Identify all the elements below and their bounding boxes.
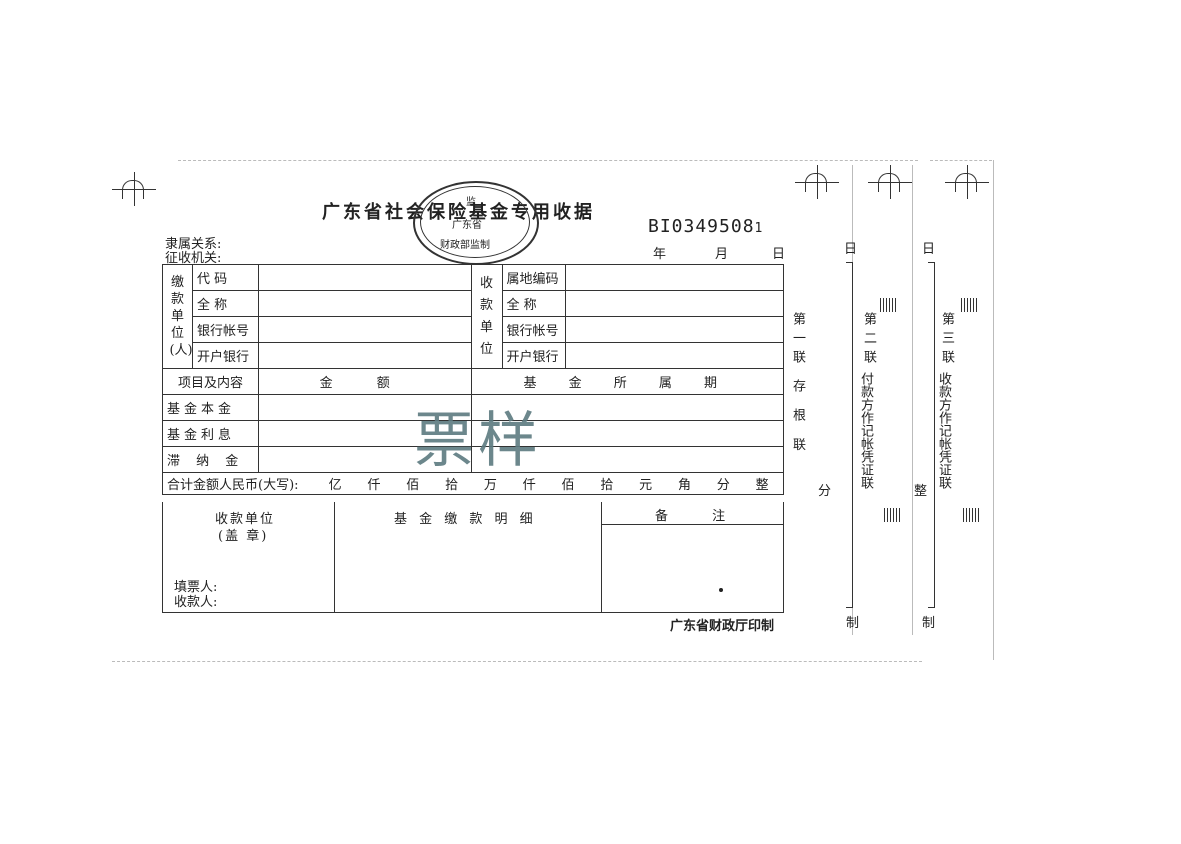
total-unit: 整 [755, 478, 769, 493]
copy3-bracket [928, 262, 935, 608]
copy2-bracket [846, 262, 853, 608]
copy1-label: 第一联 存 根 联 [790, 312, 805, 457]
payer-account-value[interactable] [257, 316, 472, 343]
bottom-divider-1 [334, 502, 335, 613]
total-units: 亿仟佰拾万仟佰拾元角分整 [329, 474, 769, 493]
amount-header-label: 金 额 [257, 368, 472, 395]
total-unit: 佰 [406, 478, 420, 493]
copy3-number: 第三联 [939, 312, 954, 369]
item-late-fee-label: 滞 纳 金 [162, 446, 259, 473]
copy3-right-edge [993, 160, 994, 660]
specimen-watermark: 票样 [414, 406, 542, 476]
total-label: 合计金额人民币(大写): [167, 478, 299, 493]
payee-side-label: 收款单位 [470, 264, 503, 369]
total-unit: 分 [716, 478, 730, 493]
payer-bank-value[interactable] [257, 342, 472, 369]
payee-name-label: 全 称 [501, 290, 567, 317]
bottom-section [162, 502, 784, 613]
copy2-desc: 付款方作记帐凭证联 [858, 372, 873, 489]
receipt-form: 缴款单位(人) 代 码 收款单位 属地编码 全 称 全 称 银行帐号 银行帐号 … [162, 264, 785, 495]
punch-mark-icon [795, 165, 839, 199]
bottom-divider-2 [601, 502, 602, 613]
payee-name-value[interactable] [565, 290, 784, 317]
serial-main: BI0349508 [648, 216, 755, 237]
total-unit: 万 [483, 478, 497, 493]
serial-suffix: 1 [754, 221, 764, 236]
sheet-top-edge-3 [930, 160, 992, 161]
sheet-top-edge [178, 160, 918, 161]
month-label: 月 [715, 247, 729, 262]
payee-side-text: 收款单位 [480, 275, 494, 357]
sheet-bottom-edge [112, 661, 922, 662]
carbon-tick [961, 298, 979, 312]
item-interest-label: 基金利息 [162, 420, 259, 447]
affiliation-label: 隶属关系: [165, 237, 222, 252]
payee-account-label: 银行帐号 [501, 316, 567, 343]
payer-bank-label: 开户银行 [191, 342, 259, 369]
remark-label: 备 注 [655, 509, 746, 524]
receiver-unit-label: 收款单位 [215, 512, 276, 527]
payer-name-label: 全 称 [191, 290, 259, 317]
carbon-tick [884, 508, 902, 522]
copy3-edge [912, 165, 913, 635]
carbon-tick [963, 508, 981, 522]
remark-line [601, 524, 784, 525]
copy3-zheng: 整 [914, 484, 928, 499]
serial-number: BI03495081 [648, 216, 763, 237]
ink-dot [719, 588, 723, 592]
copy2-fen: 分 [818, 484, 832, 499]
stamp-bottom: 财政部监制 [440, 240, 490, 251]
stamp-top: 监 [466, 197, 476, 208]
item-header-label: 项目及内容 [162, 368, 259, 395]
total-unit: 仟 [367, 478, 381, 493]
footer-printer: 广东省财政厅印制 [670, 619, 775, 634]
payer-side-label: 缴款单位(人) [162, 264, 193, 369]
payee-area-code-label: 属地编码 [501, 264, 567, 291]
total-unit: 佰 [561, 478, 575, 493]
total-unit: 拾 [600, 478, 614, 493]
payer-name-value[interactable] [257, 290, 472, 317]
item-principal-label: 基金本金 [162, 394, 259, 421]
punch-mark-icon [868, 165, 912, 199]
total-unit: 元 [639, 478, 653, 493]
copy3-day-label: 日 [922, 242, 936, 257]
day-label: 日 [772, 247, 786, 262]
detail-label: 基 金 缴 款 明 细 [394, 512, 537, 527]
payee-account-value[interactable] [565, 316, 784, 343]
receiver-label: 收款人: [174, 595, 218, 610]
total-unit: 亿 [328, 478, 342, 493]
stamp-inner [420, 186, 530, 258]
stamp-province: 广东省 [452, 220, 482, 231]
seal-label: (盖 章) [218, 529, 269, 544]
copy3-desc: 收款方作记帐凭证联 [936, 372, 951, 489]
copy2-zhi: 制 [846, 616, 860, 631]
payer-code-label: 代 码 [191, 264, 259, 291]
payee-bank-value[interactable] [565, 342, 784, 369]
punch-mark-icon [112, 172, 156, 206]
payee-area-code-value[interactable] [565, 264, 784, 291]
total-unit: 角 [677, 478, 691, 493]
payer-account-label: 银行帐号 [191, 316, 259, 343]
payee-bank-label: 开户银行 [501, 342, 567, 369]
copy2-day-label: 日 [844, 242, 858, 257]
total-unit: 拾 [445, 478, 459, 493]
total-row: 合计金额人民币(大写): 亿 仟 佰 拾 万 仟 佰 拾 元 角 分 整 [162, 472, 784, 495]
copy2-number: 第二联 [861, 312, 876, 369]
collector-label: 征收机关: [165, 251, 222, 266]
payer-code-value[interactable] [257, 264, 472, 291]
punch-mark-icon [945, 165, 989, 199]
payer-side-text: 缴款单位(人) [169, 275, 193, 358]
filler-label: 填票人: [174, 580, 218, 595]
item-principal-amount[interactable] [257, 394, 472, 421]
year-label: 年 [653, 247, 667, 262]
total-unit: 仟 [522, 478, 536, 493]
carbon-tick [880, 298, 898, 312]
period-header-label: 基 金 所 属 期 [470, 368, 785, 395]
copy3-zhi: 制 [922, 616, 936, 631]
